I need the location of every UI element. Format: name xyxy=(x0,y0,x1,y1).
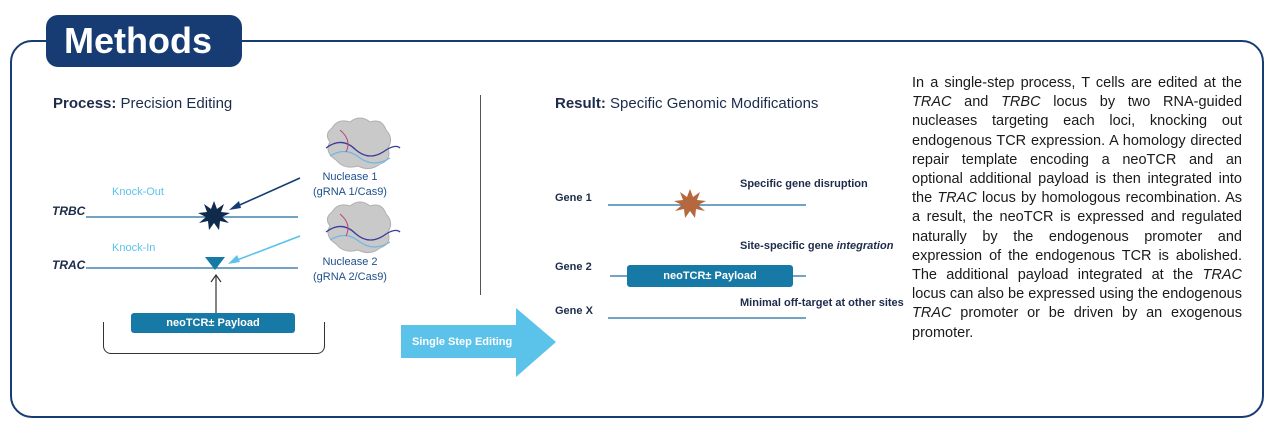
nuclease2-arrow xyxy=(228,235,301,264)
nuclease1-name: Nuclease 1 xyxy=(322,171,378,183)
right-payload-box: neoTCR± Payload xyxy=(627,265,793,287)
nuclease2-icon xyxy=(325,201,401,254)
integration-label-prefix: Site-specific gene xyxy=(740,240,837,252)
trac-label: TRAC xyxy=(52,258,86,272)
desc-trac-1: TRAC xyxy=(912,94,952,111)
process-heading-text: Precision Editing xyxy=(116,95,233,112)
result-heading-text: Specific Genomic Modifications xyxy=(605,95,819,112)
result-heading: Result: Specific Genomic Modifications xyxy=(555,95,818,112)
desc-part-2: and xyxy=(951,94,1002,111)
nuclease2-name: Nuclease 2 xyxy=(322,256,378,268)
nuclease2-label: Nuclease 2 (gRNA 2/Cas9) xyxy=(310,255,390,285)
nuclease1-label: Nuclease 1 (gRNA 1/Cas9) xyxy=(310,170,390,200)
nuclease1-arrow xyxy=(229,177,301,210)
integration-label: Site-specific gene integration xyxy=(740,240,893,252)
gene1-label: Gene 1 xyxy=(555,192,592,204)
desc-part-1: In a single-step process, T cells are ed… xyxy=(912,75,1242,91)
disruption-star-icon xyxy=(674,189,706,218)
desc-part-5: locus can also be expressed using the en… xyxy=(912,286,1242,303)
genex-label: Gene X xyxy=(555,305,593,317)
knockout-star-icon xyxy=(198,201,230,230)
desc-part-3: locus by two RNA-guided nucleases target… xyxy=(912,94,1243,207)
desc-trac-4: TRAC xyxy=(912,305,952,322)
integration-up-arrow xyxy=(210,273,222,313)
desc-part-4: locus by homologous recombination. As a … xyxy=(912,190,1242,284)
single-step-arrow xyxy=(401,308,556,377)
methods-panel xyxy=(10,40,1264,418)
plasmid-outline xyxy=(103,322,325,354)
method-description: In a single-step process, T cells are ed… xyxy=(912,74,1242,343)
trbc-label: TRBC xyxy=(52,204,86,218)
desc-trbc: TRBC xyxy=(1001,94,1041,111)
offtarget-label: Minimal off-target at other sites xyxy=(740,297,904,309)
section-divider xyxy=(480,95,481,295)
result-heading-bold: Result: xyxy=(555,95,606,112)
desc-part-6: promoter or be driven by an exogenous pr… xyxy=(912,305,1242,341)
disruption-label: Specific gene disruption xyxy=(740,178,868,190)
process-heading-bold: Process: xyxy=(53,95,117,112)
gene2-label: Gene 2 xyxy=(555,261,592,273)
left-payload-box: neoTCR± Payload xyxy=(131,313,295,333)
knockin-triangle-icon xyxy=(205,257,225,270)
nuclease1-icon xyxy=(325,117,401,170)
process-heading: Process: Precision Editing xyxy=(53,95,232,112)
integration-label-italic: integration xyxy=(836,240,894,252)
nuclease2-guide: (gRNA 2/Cas9) xyxy=(313,271,387,283)
methods-badge: Methods xyxy=(46,15,242,67)
desc-trac-2: TRAC xyxy=(937,190,977,207)
nuclease1-guide: (gRNA 1/Cas9) xyxy=(313,186,387,198)
desc-trac-3: TRAC xyxy=(1202,267,1242,284)
knock-in-label: Knock-In xyxy=(112,242,156,254)
single-step-label: Single Step Editing xyxy=(412,336,513,348)
knock-out-label: Knock-Out xyxy=(112,186,164,198)
